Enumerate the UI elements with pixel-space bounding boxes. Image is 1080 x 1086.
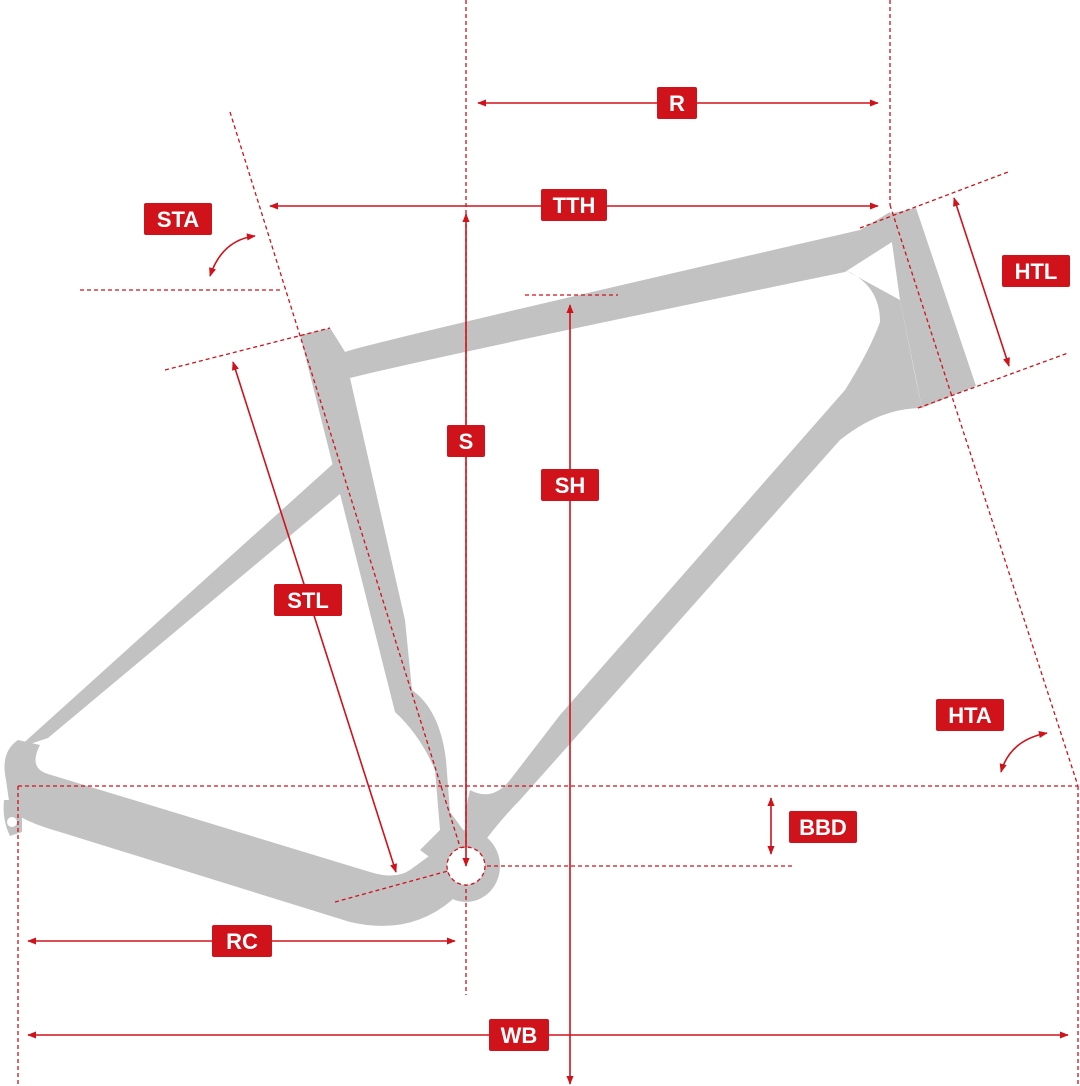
label-rc: RC xyxy=(212,925,272,957)
label-stl: STL xyxy=(274,584,342,616)
svg-text:STA: STA xyxy=(157,207,199,232)
reference-lines xyxy=(17,0,1079,1086)
label-htl: HTL xyxy=(1002,255,1070,287)
label-sta: STA xyxy=(144,203,212,235)
dimension-labels: R TTH STA HTL S SH STL HTA xyxy=(144,87,1070,1051)
seat-tube-top-perp-line xyxy=(164,327,331,371)
label-hta: HTA xyxy=(936,699,1004,731)
down-tube xyxy=(465,270,922,852)
head-tube-axis-line xyxy=(889,204,1079,787)
svg-text:R: R xyxy=(669,91,685,116)
stl-arrow xyxy=(232,361,397,873)
bb-perp-line xyxy=(334,865,467,903)
svg-text:SH: SH xyxy=(555,473,586,498)
label-tth: TTH xyxy=(541,189,607,221)
svg-text:TTH: TTH xyxy=(553,193,596,218)
dropout-hole xyxy=(7,817,17,827)
htl-bottom-line xyxy=(917,352,1069,409)
sta-angle-arrow xyxy=(209,233,256,277)
label-s: S xyxy=(447,425,485,457)
svg-text:BBD: BBD xyxy=(799,815,847,840)
svg-text:RC: RC xyxy=(226,929,258,954)
label-sh: SH xyxy=(541,469,599,501)
svg-text:S: S xyxy=(459,429,474,454)
label-bbd: BBD xyxy=(789,811,857,843)
label-r: R xyxy=(657,87,697,119)
svg-text:STL: STL xyxy=(287,588,329,613)
svg-text:WB: WB xyxy=(501,1023,538,1048)
label-wb: WB xyxy=(489,1019,549,1051)
htl-top-line xyxy=(859,171,1009,229)
svg-text:HTA: HTA xyxy=(948,703,992,728)
chain-stay xyxy=(4,740,470,926)
htl-arrow xyxy=(953,197,1010,367)
svg-text:HTL: HTL xyxy=(1015,259,1058,284)
hta-angle-arrow xyxy=(999,730,1048,773)
